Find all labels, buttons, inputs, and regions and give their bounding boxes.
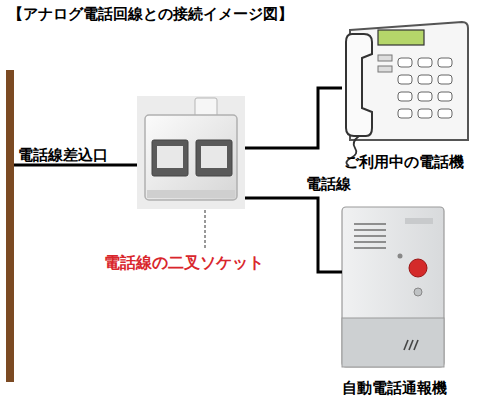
- phone-key: [438, 92, 452, 101]
- phone-cable: [245, 88, 342, 148]
- phone-key: [438, 58, 452, 67]
- phone-key: [418, 109, 432, 118]
- alarm-button: [409, 259, 427, 277]
- speaker-grille: [354, 235, 386, 237]
- small-button: [414, 288, 422, 296]
- vent-mark: [414, 340, 418, 350]
- splitter-socket: 電話線の二叉ソケット: [137, 96, 245, 209]
- dialer-lower-cover: [342, 318, 444, 367]
- splitter-base: [147, 190, 235, 198]
- node-label: ご利用中の電話機: [344, 153, 464, 171]
- phone-key: [418, 58, 432, 67]
- vent-mark: [404, 340, 408, 350]
- phone-key: [398, 75, 412, 84]
- phone-key: [398, 109, 412, 118]
- splitter-illustration: [137, 96, 245, 209]
- cable-label: 電話線: [306, 175, 351, 193]
- node-label: 電話線の二叉ソケット: [104, 254, 264, 272]
- indicator-lamp: [398, 254, 403, 259]
- phone-key: [398, 58, 412, 67]
- node-label: 自動電話通報機: [342, 379, 447, 397]
- wall-jack-band: 電話線差込口: [6, 70, 14, 382]
- auto-dialer-device: 自動電話通報機: [342, 207, 444, 367]
- telephone-illustration: [346, 22, 468, 166]
- socket-opening: [152, 140, 188, 176]
- telephone-device: ご利用中の電話機: [342, 15, 470, 145]
- speaker-grille: [354, 247, 386, 249]
- phone-key: [418, 75, 432, 84]
- leader-line: [205, 210, 206, 250]
- socket-opening: [196, 140, 232, 176]
- auto-dialer-illustration: [342, 207, 444, 367]
- splitter-body: [145, 115, 237, 200]
- phone-button: [378, 66, 392, 72]
- phone-key: [438, 109, 452, 118]
- dialer-body: [342, 207, 444, 367]
- phone-key: [398, 92, 412, 101]
- speaker-grille: [354, 229, 386, 231]
- phone-key: [438, 75, 452, 84]
- socket-inner: [157, 146, 183, 168]
- dialer-brand-plate: [405, 218, 433, 224]
- speaker-grille: [354, 223, 386, 225]
- socket-inner: [201, 146, 227, 168]
- diagram-title: 【アナログ電話回線との接続イメージ図】: [8, 5, 293, 23]
- speaker-grille: [354, 241, 386, 243]
- phone-handset: [346, 34, 372, 136]
- vent-mark: [409, 340, 413, 350]
- phone-display: [378, 30, 424, 45]
- phone-key: [418, 92, 432, 101]
- phone-button: [378, 55, 392, 61]
- photo-background: [137, 96, 245, 209]
- node-label: 電話線差込口: [18, 146, 108, 164]
